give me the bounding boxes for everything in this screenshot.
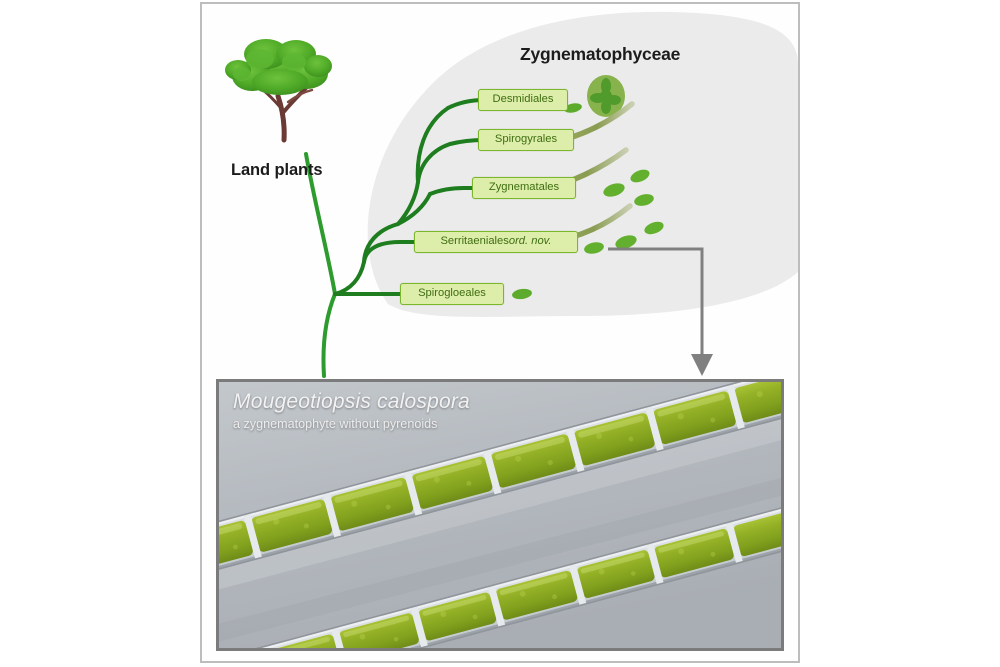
taxon-label-serritaeniales: Serritaeniales xyxy=(440,235,509,248)
cladogram-panel: Zygnematophyceae Land plants Desmidiales… xyxy=(202,4,798,378)
land-plants-label: Land plants xyxy=(231,161,323,179)
land-plant-tree-icon xyxy=(225,39,332,143)
taxon-label-spirogloeales: Spirogloeales xyxy=(418,287,486,300)
filament-upper xyxy=(219,382,781,581)
micrograph-panel: Mougeotiopsis calospora a zygnematophyte… xyxy=(216,379,784,651)
micrograph-pointer-arrow xyxy=(608,247,713,376)
taxon-box-spirogyrales[interactable]: Spirogyrales xyxy=(478,129,574,151)
spirogloeales-illustration xyxy=(512,288,532,300)
taxon-label-spirogyrales: Spirogyrales xyxy=(494,133,558,146)
taxon-box-desmidiales[interactable]: Desmidiales xyxy=(478,89,568,111)
taxon-label-zygnematales: Zygnematales xyxy=(488,181,560,194)
micrograph-image xyxy=(219,382,781,648)
cross-walls-upper xyxy=(243,383,745,560)
taxon-box-serritaeniales[interactable]: Serritaeniales ord. nov. xyxy=(414,231,578,253)
taxon-label-serritaeniales-ordnov: ord. nov. xyxy=(508,235,552,248)
figure-frame: Zygnematophyceae Land plants Desmidiales… xyxy=(200,2,800,663)
cross-walls-lower xyxy=(253,521,743,648)
taxon-box-spirogloeales[interactable]: Spirogloeales xyxy=(400,283,504,305)
page-title: Zygnematophyceae xyxy=(520,44,681,64)
filament-lower xyxy=(219,492,781,648)
taxon-label-desmidiales: Desmidiales xyxy=(492,93,554,106)
taxon-box-zygnematales[interactable]: Zygnematales xyxy=(472,177,576,199)
desmid-illustration xyxy=(564,75,625,117)
